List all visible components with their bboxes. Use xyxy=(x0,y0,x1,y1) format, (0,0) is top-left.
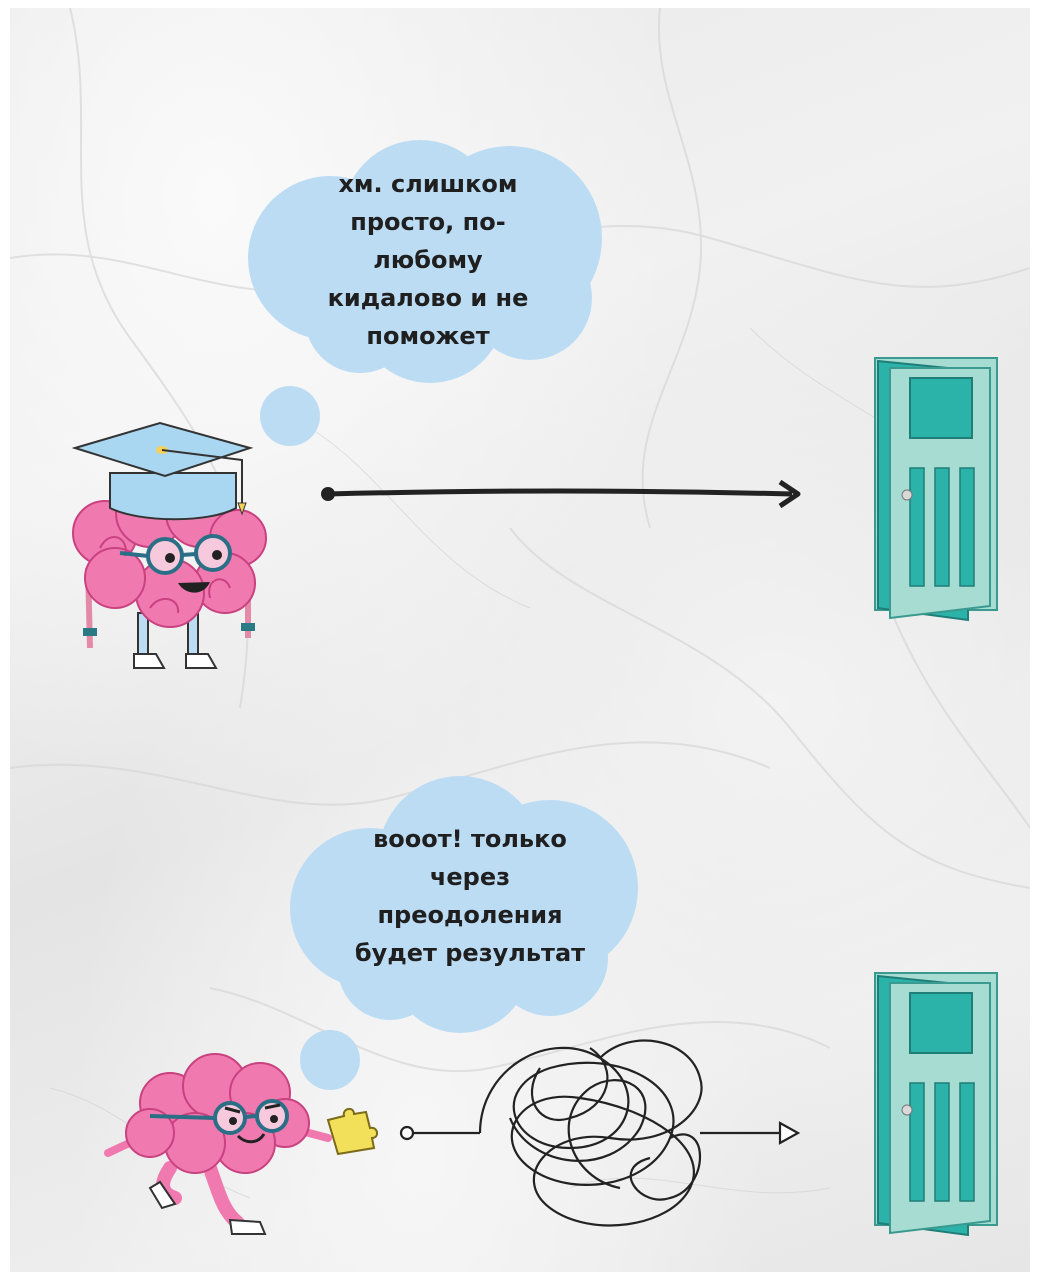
thought-line: через xyxy=(429,863,511,891)
thought-line: поможет xyxy=(366,322,490,350)
thought-line: хм. слишком xyxy=(338,170,518,198)
thought-line: вооот! только xyxy=(373,825,567,853)
tangled-arrow-icon xyxy=(399,1039,801,1227)
thought-line: будет результат xyxy=(354,939,586,967)
thought-line: просто, по- xyxy=(350,208,506,236)
thought-bubble-top xyxy=(248,140,602,446)
thought-dot-top xyxy=(260,386,320,446)
thought-bubble-bottom xyxy=(290,776,638,1090)
door-icon-bottom xyxy=(874,972,998,1237)
thought-line: кидалово и не xyxy=(327,284,529,312)
thought-text-top: хм. слишком просто, по- любому кидалово … xyxy=(308,165,548,355)
running-brain-character xyxy=(104,1053,378,1235)
bottom-scene xyxy=(104,776,998,1237)
thought-line: любому xyxy=(373,246,483,274)
top-scene xyxy=(71,140,998,669)
thought-line: преодоления xyxy=(377,901,563,929)
door-icon-top xyxy=(874,357,998,622)
canvas: хм. слишком просто, по- любому кидалово … xyxy=(10,8,1030,1272)
puzzle-piece-icon xyxy=(326,1108,378,1156)
thought-dot-bottom xyxy=(300,1030,360,1090)
thought-text-bottom: вооот! только через преодоления будет ре… xyxy=(340,820,600,972)
brain-with-cap-character xyxy=(71,421,267,669)
straight-arrow-icon xyxy=(321,479,801,509)
graduation-cap-icon xyxy=(71,421,254,521)
